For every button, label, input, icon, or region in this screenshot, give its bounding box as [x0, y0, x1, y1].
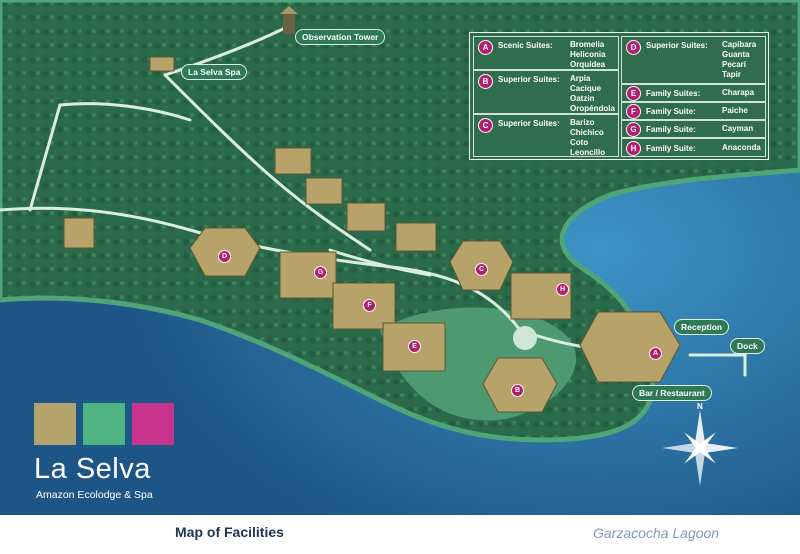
suites-legend: A Scenic Suites: Bromelia Heliconia Orqu…: [469, 32, 769, 160]
legend-names-g: Cayman: [722, 124, 754, 133]
legend-type-f: Family Suite:: [646, 107, 696, 116]
legend-type-c: Superior Suites:: [498, 119, 560, 128]
legend-names-h: Anaconda: [722, 143, 761, 152]
cabin-marker-h[interactable]: H: [556, 283, 569, 296]
cabin-marker-d[interactable]: D: [218, 250, 231, 263]
legend-badge-a: A: [478, 40, 493, 55]
observation-tower-label[interactable]: Observation Tower: [295, 29, 386, 45]
legend-badge-h: H: [626, 141, 641, 156]
legend-type-h: Family Suite:: [646, 144, 696, 153]
legend-row-g: G Family Suite: Cayman: [621, 120, 766, 138]
cabin-marker-e[interactable]: E: [408, 340, 421, 353]
legend-type-e: Family Suites:: [646, 89, 701, 98]
observation-tower-icon: [280, 6, 298, 34]
map-title: Map of Facilities: [175, 524, 284, 540]
footer-bar: Map of Facilities: [0, 515, 800, 554]
legend-row-h: H Family Suite: Anaconda: [621, 138, 766, 157]
cabin-marker-b[interactable]: B: [511, 384, 524, 397]
legend-row-a: A Scenic Suites: Bromelia Heliconia Orqu…: [473, 36, 619, 70]
compass-rose-icon: [662, 410, 738, 486]
cabin-marker-g[interactable]: G: [314, 266, 327, 279]
legend-row-d: D Superior Suites: Capibara Guanta Pecar…: [621, 36, 766, 84]
legend-names-b: Arpia Cacique Oatzin Oropéndola: [570, 74, 615, 113]
legend-badge-e: E: [626, 86, 641, 101]
legend-row-e: E Family Suites: Charapa: [621, 84, 766, 102]
cabins: [63, 56, 572, 372]
lagoon-label: Garzacocha Lagoon: [593, 525, 720, 541]
plaza-circle: [513, 326, 537, 350]
brand-swatch-magenta: [132, 403, 174, 445]
legend-badge-f: F: [626, 104, 641, 119]
legend-type-d: Superior Suites:: [646, 41, 708, 50]
legend-badge-g: G: [626, 122, 641, 137]
legend-names-a: Bromelia Heliconia Orquídea: [570, 40, 606, 69]
legend-row-b: B Superior Suites: Arpia Cacique Oatzin …: [473, 70, 619, 114]
legend-names-f: Paiche: [722, 106, 748, 115]
bar-restaurant-label[interactable]: Bar / Restaurant: [632, 385, 712, 401]
octagon-suites: [189, 227, 681, 413]
legend-row-f: F Family Suite: Paiche: [621, 102, 766, 120]
legend-names-c: Barizo Chichico Coto Leoncillo: [570, 118, 606, 157]
dock-label[interactable]: Dock: [730, 338, 765, 354]
legend-type-b: Superior Suites:: [498, 75, 560, 84]
reception-label[interactable]: Reception: [674, 319, 730, 335]
legend-names-d: Capibara Guanta Pecarí Tapir: [722, 40, 757, 79]
legend-type-a: Scenic Suites:: [498, 41, 553, 50]
legend-badge-c: C: [478, 118, 493, 133]
cabin-marker-c[interactable]: C: [475, 263, 488, 276]
brand-swatch-gold: [34, 403, 76, 445]
legend-type-g: Family Suite:: [646, 125, 696, 134]
legend-badge-b: B: [478, 74, 493, 89]
compass-north-label: N: [697, 402, 703, 411]
cabin-marker-f[interactable]: F: [363, 299, 376, 312]
brand-tagline: Amazon Ecolodge & Spa: [36, 489, 153, 501]
brand-swatch-green: [83, 403, 125, 445]
legend-badge-d: D: [626, 40, 641, 55]
spa-label[interactable]: La Selva Spa: [181, 64, 248, 80]
legend-row-c: C Superior Suites: Barizo Chichico Coto …: [473, 114, 619, 157]
cabin-marker-a[interactable]: A: [649, 347, 662, 360]
brand-name: La Selva: [34, 453, 151, 485]
legend-names-e: Charapa: [722, 88, 755, 97]
